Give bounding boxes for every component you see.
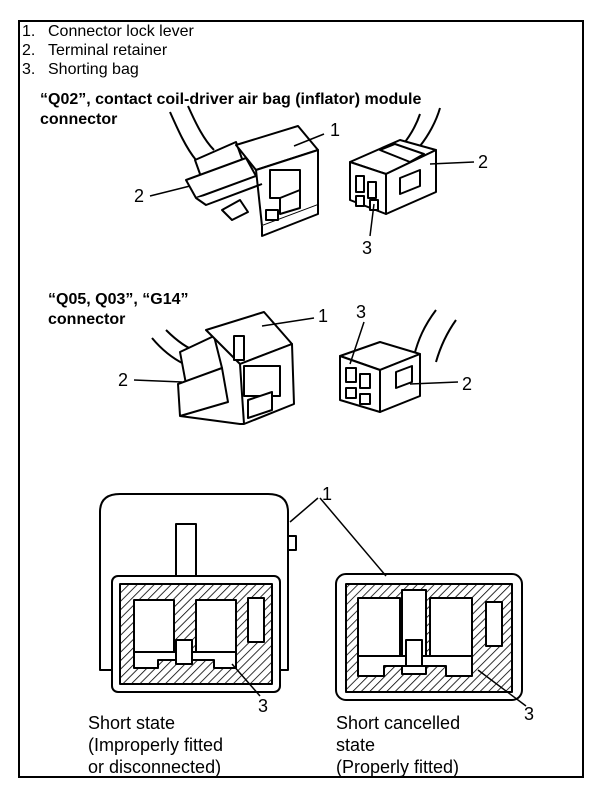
leader-lines: [133, 133, 527, 707]
legend: 1.Connector lock lever 2.Terminal retain…: [22, 22, 194, 79]
section1-title-line1: “Q02”, contact coil-driver air bag (infl…: [40, 91, 422, 108]
callout-2: 2: [478, 152, 489, 172]
legend-label: Connector lock lever: [48, 23, 194, 40]
q05-plug-connector: [151, 311, 295, 425]
section2-title: “Q05, Q03”, “G14” connector: [48, 290, 189, 330]
callout-3: 3: [258, 696, 269, 716]
legend-label: Terminal retainer: [48, 42, 168, 59]
legend-item: 1.Connector lock lever: [22, 23, 194, 40]
legend-label: Shorting bag: [48, 61, 139, 78]
callout-1: 1: [318, 306, 329, 326]
figure-frame: [18, 20, 584, 778]
callout-3: 3: [356, 302, 367, 322]
callout-1: 1: [322, 484, 333, 504]
short-cancelled-caption: Short cancelled state (Properly fitted): [336, 713, 461, 777]
legend-item: 2.Terminal retainer: [22, 42, 168, 59]
legend-item: 3.Shorting bag: [22, 61, 139, 78]
callout-2: 2: [134, 186, 145, 206]
section2-title-line1: “Q05, Q03”, “G14”: [48, 291, 189, 308]
q02-plug-connector: [169, 105, 319, 237]
callout-3: 3: [524, 704, 535, 724]
q05-socket-connector: [339, 309, 457, 413]
callout-3: 3: [362, 238, 373, 258]
section2-title-line2: connector: [48, 311, 126, 328]
q02-socket-connector: [349, 107, 441, 215]
short-cancelled-cross-section: [335, 573, 523, 701]
short-state-cross-section: [99, 493, 297, 693]
section1-title: “Q02”, contact coil-driver air bag (infl…: [40, 90, 421, 130]
callout-2: 2: [462, 374, 473, 394]
section1-title-line2: connector: [40, 111, 118, 128]
short-state-caption: Short state (Improperly fitted or discon…: [88, 713, 224, 777]
callout-2: 2: [118, 370, 129, 390]
callout-1: 1: [330, 120, 341, 140]
